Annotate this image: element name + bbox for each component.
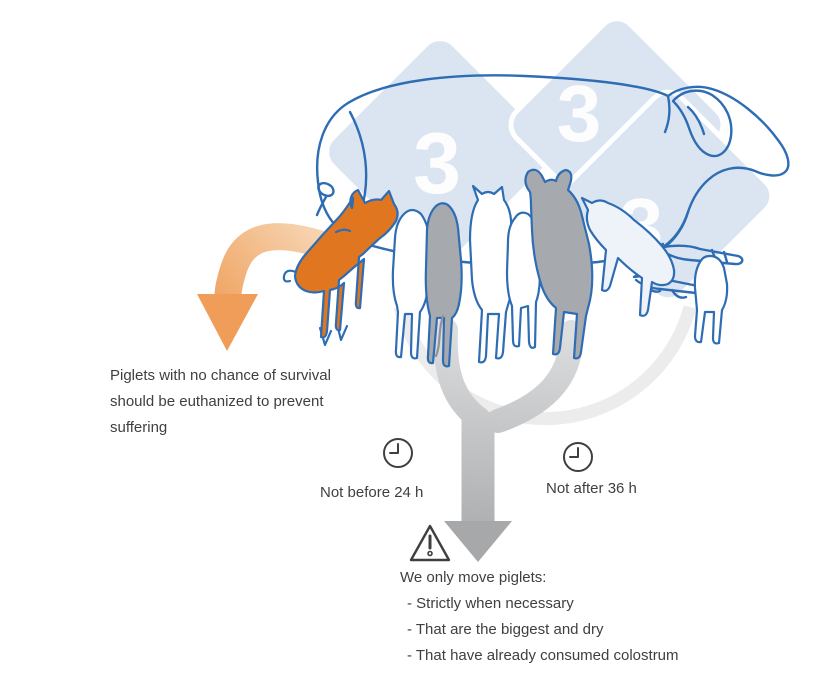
piglet-orange — [293, 188, 399, 339]
move-arrowhead — [444, 521, 512, 562]
watermark-digit: 3 — [557, 69, 602, 158]
move-rules-heading: We only move piglets: — [400, 569, 547, 586]
piglet-litter — [282, 168, 729, 368]
piglet-gray-left — [424, 202, 463, 368]
move-rules-item: - That have already consumed colostrum — [407, 647, 679, 664]
move-rules-item: - Strictly when necessary — [407, 595, 574, 612]
euthanasia-note-line: suffering — [110, 419, 168, 436]
piglet-gray-left-tail — [434, 314, 445, 358]
piglet-orange-back-line — [334, 228, 352, 234]
sow-neck-line — [663, 94, 671, 134]
watermark-digit: 3 — [413, 116, 461, 212]
clock-icon — [563, 442, 593, 472]
sow-body-outline — [316, 74, 790, 249]
euthanasia-note-line: should be euthanized to prevent — [110, 393, 324, 410]
euthanasia-arrow — [197, 223, 346, 351]
piglet-white-4 — [580, 196, 676, 317]
piglet-white-5 — [693, 254, 729, 345]
piglet-orange-tail — [282, 269, 298, 283]
watermark-circle-arc — [393, 305, 697, 426]
euthanasia-note-line: Piglets with no chance of survival — [110, 367, 331, 384]
euthanasia-arrowhead — [197, 294, 258, 351]
piglet-white-1 — [391, 208, 432, 360]
not-before-label: Not before 24 h — [320, 484, 424, 501]
move-rules: We only move piglets: - Strictly when ne… — [400, 565, 679, 669]
move-piglets-arrow — [433, 318, 584, 562]
piglet-gray-right — [524, 168, 594, 360]
warning-icon — [409, 524, 451, 562]
clock-icon — [383, 438, 413, 468]
move-rules-item: - That are the biggest and dry — [407, 621, 604, 638]
sow-ear — [671, 89, 733, 158]
sow-tail — [315, 181, 335, 217]
euthanasia-note: Piglets with no chance of survival shoul… — [110, 363, 360, 441]
not-after-label: Not after 36 h — [546, 480, 637, 497]
piglet-white-2 — [468, 184, 515, 364]
